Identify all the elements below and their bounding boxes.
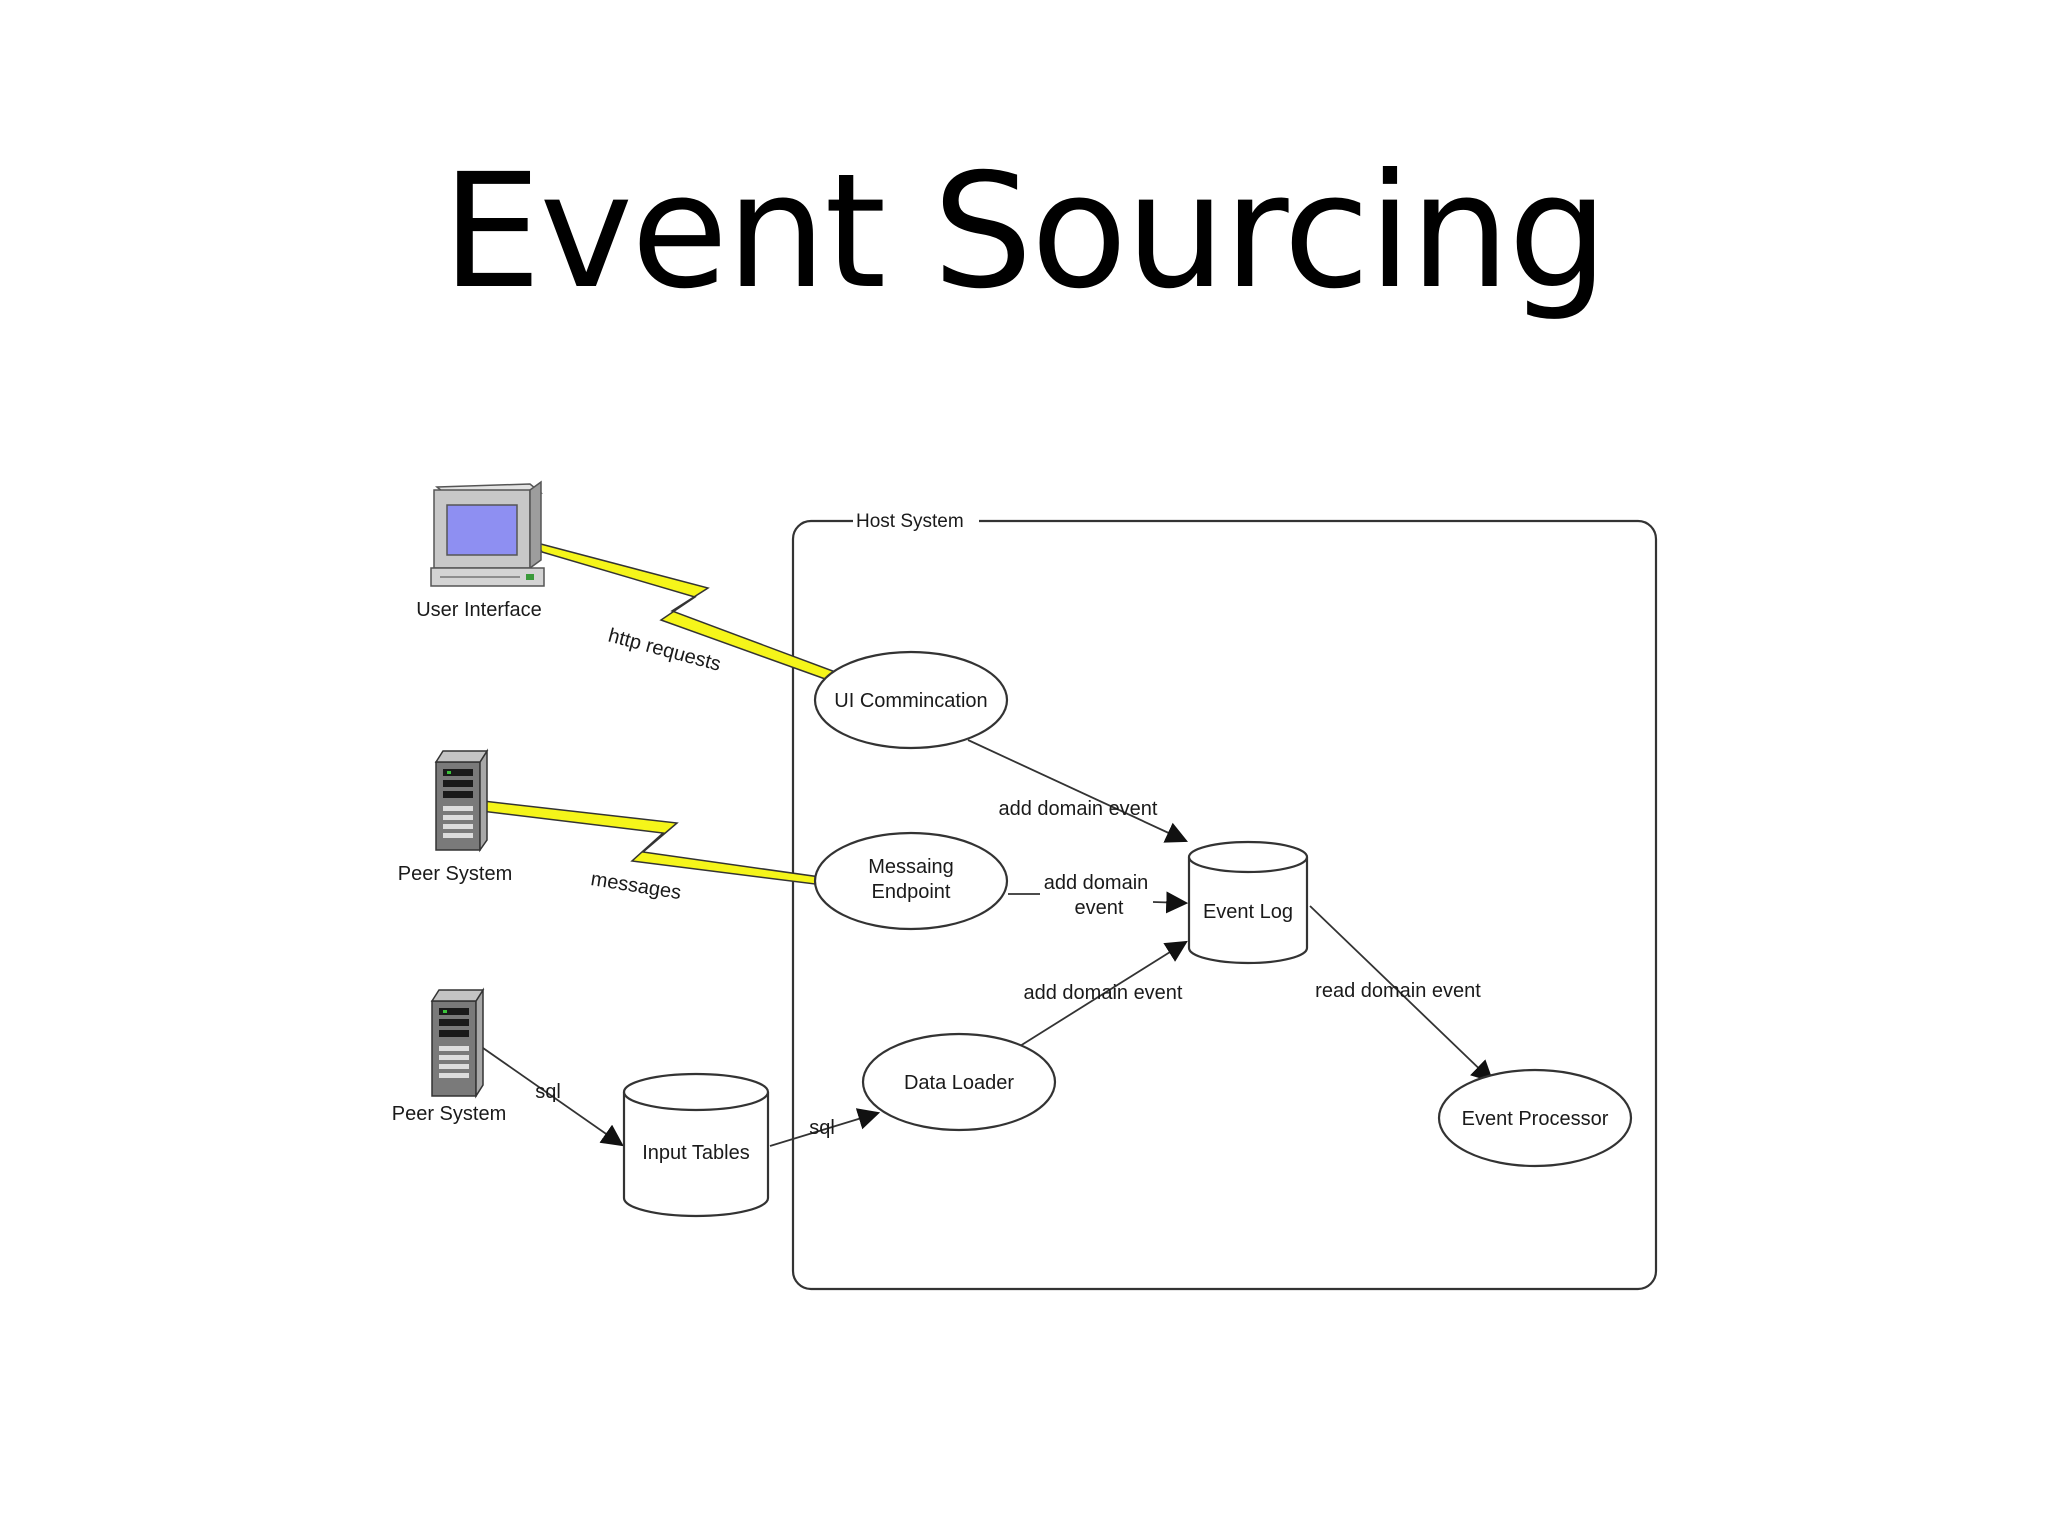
connector-peer-to-tables: [482, 1047, 624, 1147]
add-domain-event-label-2-line1: add domain: [1044, 872, 1149, 894]
event-processor-label: Event Processor: [1462, 1108, 1609, 1130]
connector-eventlog-to-processor: [1309, 905, 1494, 1083]
server-icon-1: [434, 748, 489, 853]
add-domain-event-label-2-line2: event: [1075, 897, 1124, 919]
messages-lightning-bolt: [480, 800, 822, 885]
peer-system-1-label: Peer System: [398, 863, 512, 885]
event-log-label: Event Log: [1203, 901, 1293, 923]
input-tables-cylinder: [622, 1072, 770, 1218]
messaging-label-line1: Messaing: [868, 856, 954, 878]
event-log-cylinder: [1187, 840, 1309, 965]
connector-msg-to-eventlog: [1152, 891, 1189, 914]
add-domain-event-label-1: add domain event: [998, 798, 1157, 820]
event-processor-node: [1437, 1068, 1633, 1168]
data-loader-node: [861, 1032, 1057, 1132]
user-interface-label: User Interface: [416, 599, 542, 621]
messaging-label-line2: Endpoint: [872, 881, 951, 903]
data-loader-label: Data Loader: [904, 1072, 1014, 1094]
connector-ui-to-eventlog: [967, 739, 1188, 843]
messaging-endpoint-node: [813, 831, 1009, 931]
connector-loader-to-eventlog: [1019, 940, 1188, 1047]
input-tables-label: Input Tables: [642, 1142, 750, 1164]
computer-icon: [430, 480, 545, 587]
read-domain-event-label: read domain event: [1315, 980, 1481, 1002]
messages-label: messages: [589, 868, 682, 904]
peer-system-2-label: Peer System: [392, 1103, 506, 1125]
sql-label-1: sql: [535, 1081, 561, 1103]
slide-title: Event Sourcing: [441, 140, 1609, 324]
ui-communication-label: UI Commincation: [834, 690, 987, 712]
add-domain-event-label-3: add domain event: [1023, 982, 1182, 1004]
host-system-boundary: Host System: [791, 510, 1658, 1291]
server-icon-2: [430, 987, 485, 1099]
host-system-label: Host System: [856, 511, 964, 532]
connector-tables-to-loader: [769, 1108, 881, 1147]
ui-communication-node: [813, 650, 1009, 750]
sql-label-2: sql: [809, 1117, 835, 1139]
